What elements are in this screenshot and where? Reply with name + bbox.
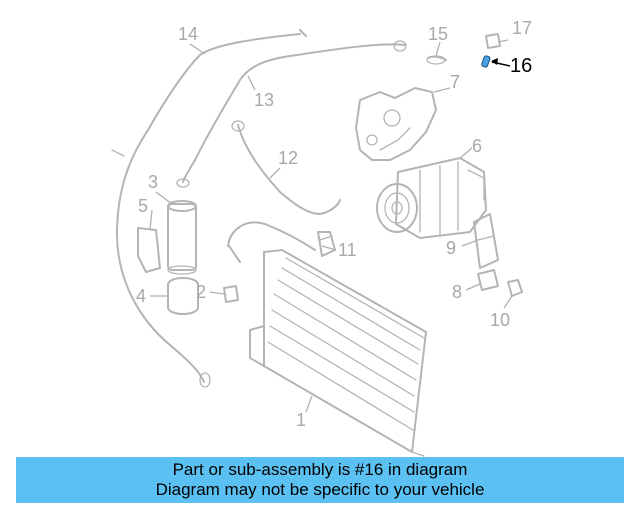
callout-12: 12 — [278, 148, 298, 168]
callout-11: 11 — [338, 240, 357, 260]
part-8-bracket — [477, 269, 499, 291]
callout-15: 15 — [428, 24, 448, 44]
part-2-fitting — [223, 285, 239, 303]
callout-14: 14 — [178, 24, 198, 44]
callout-8: 8 — [452, 282, 462, 302]
callout-10: 10 — [490, 310, 510, 330]
callout-7: 7 — [450, 72, 460, 92]
part-6-compressor — [376, 157, 487, 239]
part-9-bracket — [473, 213, 499, 269]
part-14-hose — [111, 29, 307, 388]
banner-line-1: Part or sub-assembly is #16 in diagram — [172, 460, 468, 479]
part-3-receiver-drier — [167, 200, 197, 275]
diagram-info-banner: Part or sub-assembly is #16 in diagram D… — [16, 457, 624, 503]
callout-3: 3 — [148, 172, 158, 192]
part-4-clamp — [167, 277, 199, 315]
part-7-bracket — [355, 87, 437, 161]
part-10-sensor — [507, 279, 523, 297]
callout-6: 6 — [472, 136, 482, 156]
callout-16: 16 — [510, 55, 532, 77]
callout-5: 5 — [138, 196, 148, 216]
part-12-hose — [231, 120, 341, 215]
callout-17: 17 — [512, 18, 532, 38]
callout-leaders — [149, 39, 513, 413]
part-1-condenser — [249, 249, 427, 457]
part-11-hose — [227, 221, 336, 263]
callout-9: 9 — [446, 238, 456, 258]
callout-13: 13 — [254, 90, 274, 110]
banner-line-2: Diagram may not be specific to your vehi… — [155, 480, 485, 499]
callout-1: 1 — [296, 410, 306, 430]
part-13-hose — [176, 40, 407, 188]
part-17-cap — [485, 33, 501, 49]
callout-16-highlight: 16 — [491, 55, 532, 77]
callout-2: 2 — [196, 282, 206, 302]
part-16-highlighted — [481, 55, 491, 68]
part-15-fitting — [426, 55, 447, 65]
callout-4: 4 — [136, 286, 146, 306]
arrow-head-icon — [491, 58, 498, 65]
part-5-bracket — [137, 227, 161, 273]
